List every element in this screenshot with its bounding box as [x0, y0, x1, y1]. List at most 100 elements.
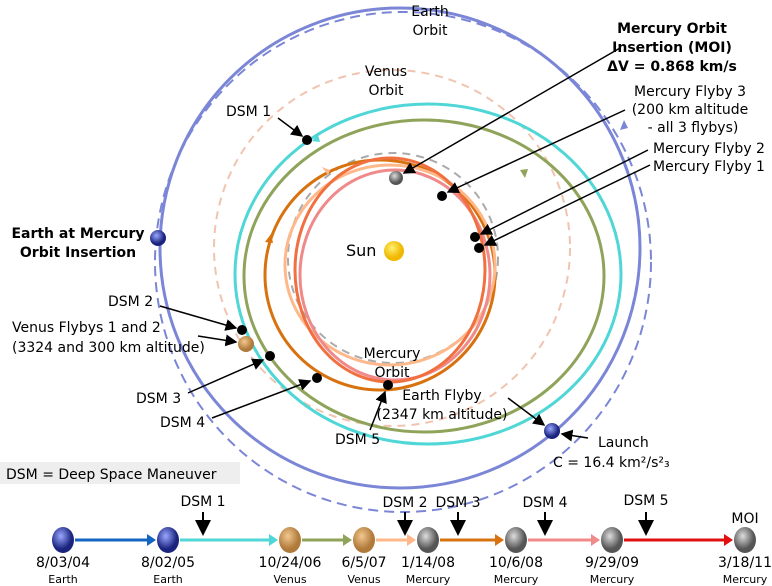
- flyby3-label: - all 3 flybys): [648, 120, 739, 136]
- leader-arrows: [159, 47, 651, 442]
- mercury-orbit-label: Mercury: [364, 346, 421, 362]
- timeline-arrowhead: [147, 534, 156, 546]
- timeline-marker-label: DSM 1: [180, 494, 225, 510]
- earth-at-moi-label: Orbit Insertion: [20, 245, 136, 261]
- timeline-arrowhead: [591, 534, 600, 546]
- mercury-icon: [417, 527, 439, 553]
- dsm3-label: DSM 3: [136, 391, 181, 407]
- earth-icon: [52, 527, 74, 553]
- earth-at-launch: [544, 423, 560, 439]
- venus-flyby: [238, 336, 254, 352]
- timeline-date: 6/5/07: [341, 555, 386, 571]
- venus-flybys-label: Venus Flybys 1 and 2: [12, 320, 161, 336]
- dsm2-dot: [237, 325, 247, 335]
- direction-arrow: [520, 169, 528, 178]
- timeline-date: 1/14/08: [401, 555, 455, 571]
- timeline: 8/03/04Earth8/02/05Earth10/24/06Venus6/5…: [36, 493, 772, 586]
- timeline-date: 8/02/05: [141, 555, 195, 571]
- direction-arrow: [620, 120, 628, 130]
- flyby1-label: Mercury Flyby 1: [653, 159, 765, 175]
- trajectory-leg-4: [283, 163, 497, 367]
- timeline-arrowhead: [343, 534, 352, 546]
- flyby1-dot: [474, 243, 484, 253]
- direction-arrow: [265, 234, 273, 243]
- timeline-date: 8/03/04: [36, 555, 90, 571]
- timeline-date: 9/29/09: [585, 555, 639, 571]
- earth-orbit-label: Earth: [411, 4, 449, 20]
- dsm4-dot: [312, 373, 322, 383]
- mercury-orbit-label: Orbit: [374, 365, 410, 381]
- timeline-date: 3/18/11: [718, 555, 772, 571]
- timeline-marker: DSM 5: [623, 493, 669, 536]
- timeline-arrowhead: [407, 534, 416, 546]
- trajectory-leg-3: [242, 118, 606, 434]
- venus-flybys-label: (3324 and 300 km altitude): [12, 340, 205, 356]
- dsm3-dot: [265, 351, 275, 361]
- timeline-arrowhead: [269, 534, 278, 546]
- orbits: [154, 6, 652, 513]
- direction-arrow: [312, 135, 320, 142]
- launch-label: Launch: [598, 435, 649, 451]
- earth-orbit-solid: [158, 6, 642, 490]
- timeline-arrowhead: [724, 534, 733, 546]
- earth-flyby-label: (2347 km altitude): [377, 407, 508, 423]
- venus-icon: [279, 527, 301, 553]
- timeline-body: Mercury: [406, 573, 451, 586]
- timeline-marker: DSM 2: [382, 495, 428, 536]
- sun: [384, 241, 404, 261]
- trajectory-leg-6: [298, 168, 492, 382]
- dsm5-label: DSM 5: [335, 432, 380, 448]
- timeline-date: 10/6/08: [489, 555, 543, 571]
- flyby2-dot: [470, 232, 480, 242]
- flyby3-dot: [437, 191, 447, 201]
- timeline-body: Mercury: [590, 573, 635, 586]
- mercury-icon: [734, 527, 756, 553]
- mercury-at-moi: [389, 171, 403, 185]
- timeline-marker-label: DSM 4: [522, 495, 567, 511]
- trajectory-leg-2: [233, 102, 623, 446]
- earth-orbit-dashed: [154, 11, 652, 513]
- legend-text: DSM = Deep Space Maneuver: [6, 467, 217, 483]
- timeline-marker: DSM 4: [522, 495, 568, 536]
- mercury-icon: [601, 527, 623, 553]
- mercury-orbit: [287, 152, 499, 364]
- event-dots: [237, 135, 484, 390]
- earth-flyby-label: Earth Flyby: [402, 388, 481, 404]
- earth-at-moi-label: Earth at Mercury: [11, 226, 144, 242]
- timeline-body: Earth: [48, 573, 78, 586]
- dsm4-label: DSM 4: [160, 415, 205, 431]
- dsm1-label: DSM 1: [226, 104, 271, 120]
- venus-orbit-label: Orbit: [368, 83, 404, 99]
- timeline-body: Mercury: [494, 573, 539, 586]
- legend-box: [0, 462, 240, 484]
- moi-label: ΔV = 0.868 km/s: [607, 59, 737, 75]
- timeline-body: Venus: [273, 573, 306, 586]
- flyby3-label: (200 km altitude: [632, 102, 749, 118]
- flyby3-label: Mercury Flyby 3: [634, 84, 746, 100]
- direction-arrow: [322, 167, 330, 175]
- earth-icon: [157, 527, 179, 553]
- venus-orbit-label: Venus: [365, 64, 407, 80]
- timeline-body: Mercury: [723, 573, 768, 586]
- dsm2-label: DSM 2: [108, 294, 153, 310]
- moi-label: Mercury Orbit: [617, 21, 727, 37]
- timeline-body: Earth: [153, 573, 183, 586]
- moi-label: Insertion (MOI): [612, 40, 732, 56]
- venus-icon: [353, 527, 375, 553]
- mercury-icon: [505, 527, 527, 553]
- timeline-marker-label: DSM 5: [623, 493, 668, 509]
- timeline-marker-label: DSM 3: [435, 495, 480, 511]
- timeline-marker: DSM 3: [435, 495, 481, 536]
- timeline-marker: DSM 1: [180, 494, 226, 536]
- dsm5-dot: [383, 380, 393, 390]
- timeline-arrowhead: [495, 534, 504, 546]
